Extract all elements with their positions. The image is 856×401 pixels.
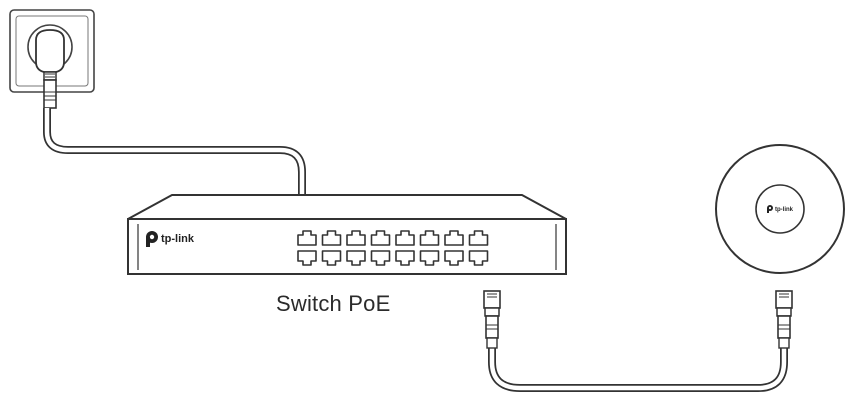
ethernet-cable [488,348,788,392]
ethernet-port [297,230,317,246]
ethernet-port [370,250,391,266]
ethernet-port [370,230,391,246]
switch-brand-text: tp-link [161,233,195,245]
ethernet-port [419,230,440,246]
ethernet-port [395,230,415,246]
ethernet-port [395,250,415,266]
ethernet-port [468,250,489,266]
ethernet-port [346,230,366,246]
ap-tp-link-logo: tp-link [767,205,794,213]
ethernet-port [419,250,440,266]
ethernet-port [468,230,489,246]
poe-switch: tp-link [127,194,567,275]
switch-label: Switch PoE [276,291,391,316]
ethernet-port [346,250,366,266]
ethernet-port [297,250,317,266]
ethernet-port [444,250,464,266]
rj45-connector-switch-end [483,290,501,349]
switch-ports [297,230,489,266]
ethernet-port [321,230,342,246]
power-plug [35,29,65,109]
ethernet-port [444,230,464,246]
tp-link-logo: tp-link [146,231,195,247]
power-cable [43,108,306,194]
rj45-connector-ap-end [775,290,793,349]
ap-brand-text: tp-link [775,207,794,213]
ceiling-access-point: tp-link [715,144,845,274]
ethernet-port [321,250,342,266]
